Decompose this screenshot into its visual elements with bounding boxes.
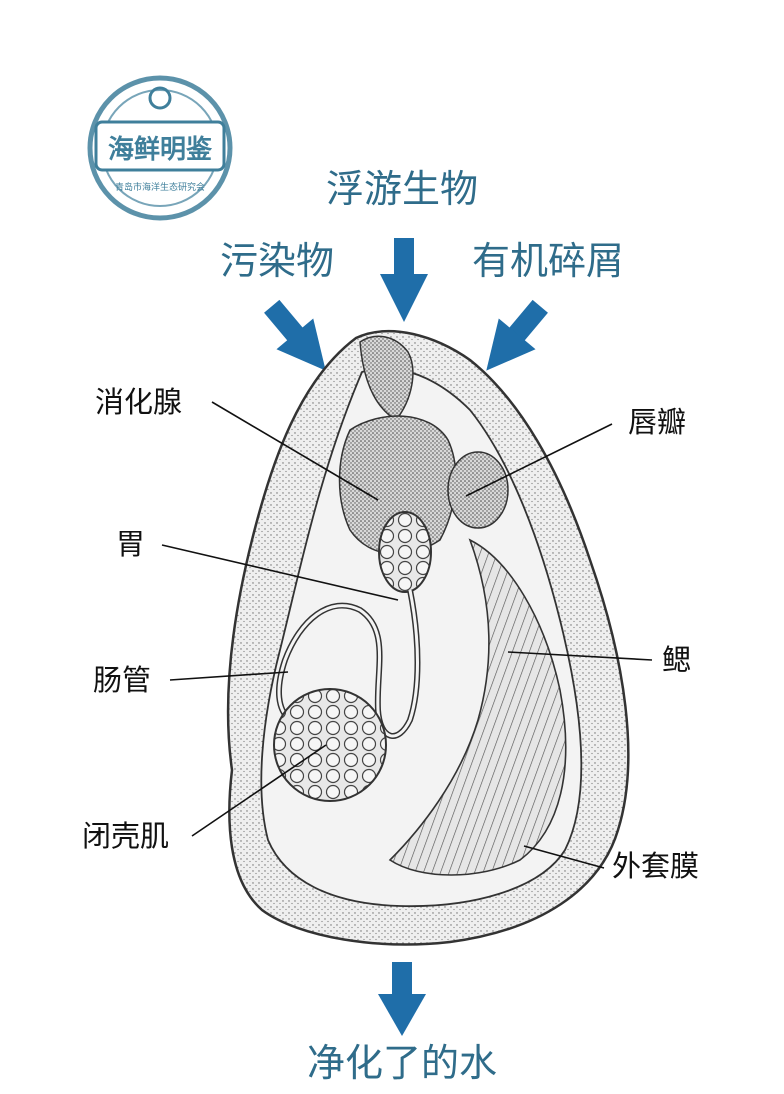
label-stomach: 胃 (116, 527, 145, 561)
caption-pollutants: 污染物 (220, 239, 334, 283)
hinge (359, 335, 414, 421)
digestive-gland-shape (338, 415, 457, 555)
logo-subtitle: 青岛市海洋生态研究会 (115, 181, 205, 193)
arrow-down-output-icon (378, 962, 426, 1036)
adductor-muscle-shape (273, 688, 387, 802)
stomach-shape (378, 511, 432, 593)
label-adductor-muscle: 闭壳肌 (82, 819, 169, 853)
label-gill: 鳃 (662, 643, 691, 677)
caption-purified-water: 净化了的水 (307, 1041, 497, 1085)
label-mantle: 外套膜 (612, 849, 699, 883)
logo-emblem-icon (148, 86, 172, 110)
label-digestive-gland: 消化腺 (95, 385, 182, 419)
logo-name: 海鲜明鉴 (108, 135, 213, 165)
leader-lines (161, 401, 653, 869)
gill-shape (388, 538, 567, 876)
arrow-down-icon (380, 238, 428, 322)
caption-organic-debris: 有机碎屑 (472, 239, 624, 283)
arrow-diagonal-right-icon (486, 299, 548, 371)
label-labial-palp: 唇瓣 (628, 405, 686, 439)
arrow-diagonal-left-icon (264, 299, 326, 371)
caption-plankton: 浮游生物 (326, 167, 478, 211)
oyster-illustration (226, 330, 630, 946)
logo-stamp: 海鲜明鉴 青岛市海洋生态研究会 (87, 75, 233, 221)
label-intestine: 肠管 (93, 663, 151, 697)
